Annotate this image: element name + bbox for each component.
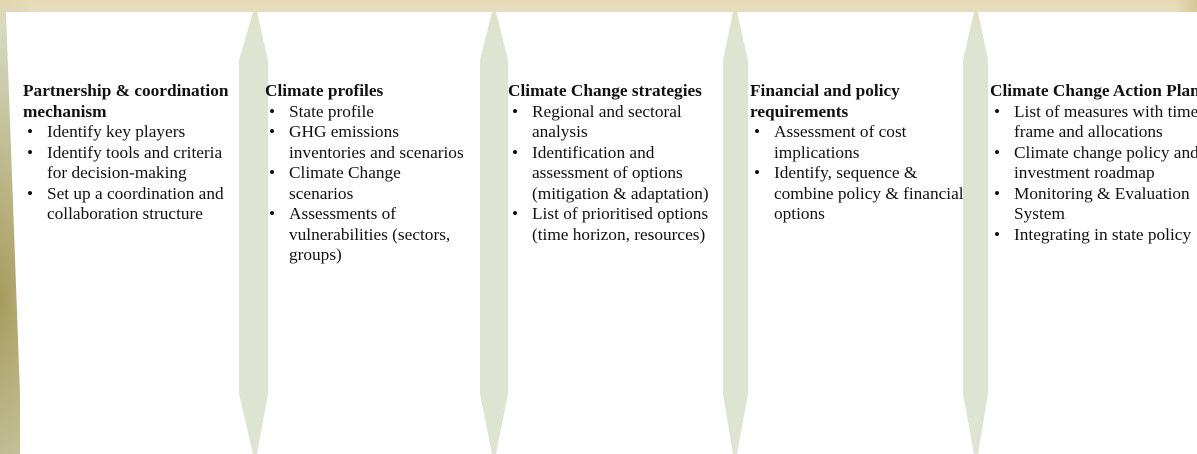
step-title: Climate Change strategies (508, 81, 702, 100)
bullet-item: Set up a coordination and collaboration … (23, 184, 238, 225)
bullet-item: Assessments of vulnerabilities (sectors,… (265, 204, 465, 266)
step-title: Financial and policy requirements (750, 81, 900, 121)
bullet-item: Assessment of cost implications (750, 122, 965, 163)
step-financial-policy: Financial and policy requirements Assess… (750, 81, 965, 225)
bullet-item: State profile (265, 102, 465, 123)
step-bullets: Regional and sectoral analysis Identific… (508, 102, 713, 246)
bullet-item: Identify tools and criteria for decision… (23, 143, 238, 184)
bullet-item: Identify key players (23, 122, 238, 143)
chevron-1 (6, 12, 253, 454)
bullet-item: GHG emissions inventories and scenarios (265, 122, 465, 163)
bullet-item: List of measures with time frame and all… (990, 102, 1197, 143)
step-climate-profiles: Climate profiles State profile GHG emiss… (265, 81, 465, 266)
bullet-item: Regional and sectoral analysis (508, 102, 713, 143)
step-bullets: Assessment of cost implications Identify… (750, 122, 965, 225)
bullet-item: Climate Change scenarios (265, 163, 465, 204)
bullet-item: Climate change policy and investment roa… (990, 143, 1197, 184)
bullet-item: Identification and assessment of options… (508, 143, 713, 205)
step-title: Climate Change Action Plan (990, 81, 1197, 100)
bullet-item: Identify, sequence & combine policy & fi… (750, 163, 965, 225)
step-bullets: List of measures with time frame and all… (990, 102, 1197, 246)
bullet-item: Integrating in state policy (990, 225, 1197, 246)
step-action-plan: Climate Change Action Plan List of measu… (990, 81, 1197, 245)
bullet-item: List of prioritised options (time horizo… (508, 204, 713, 245)
chevron-4 (737, 12, 974, 454)
step-bullets: State profile GHG emissions inventories … (265, 102, 465, 266)
step-title: Partnership & coordination mechanism (23, 81, 229, 121)
step-strategies: Climate Change strategies Regional and s… (508, 81, 713, 245)
step-bullets: Identify key players Identify tools and … (23, 122, 238, 225)
step-partnership: Partnership & coordination mechanism Ide… (23, 81, 238, 225)
bullet-item: Monitoring & Evaluation System (990, 184, 1197, 225)
step-title: Climate profiles (265, 81, 384, 100)
